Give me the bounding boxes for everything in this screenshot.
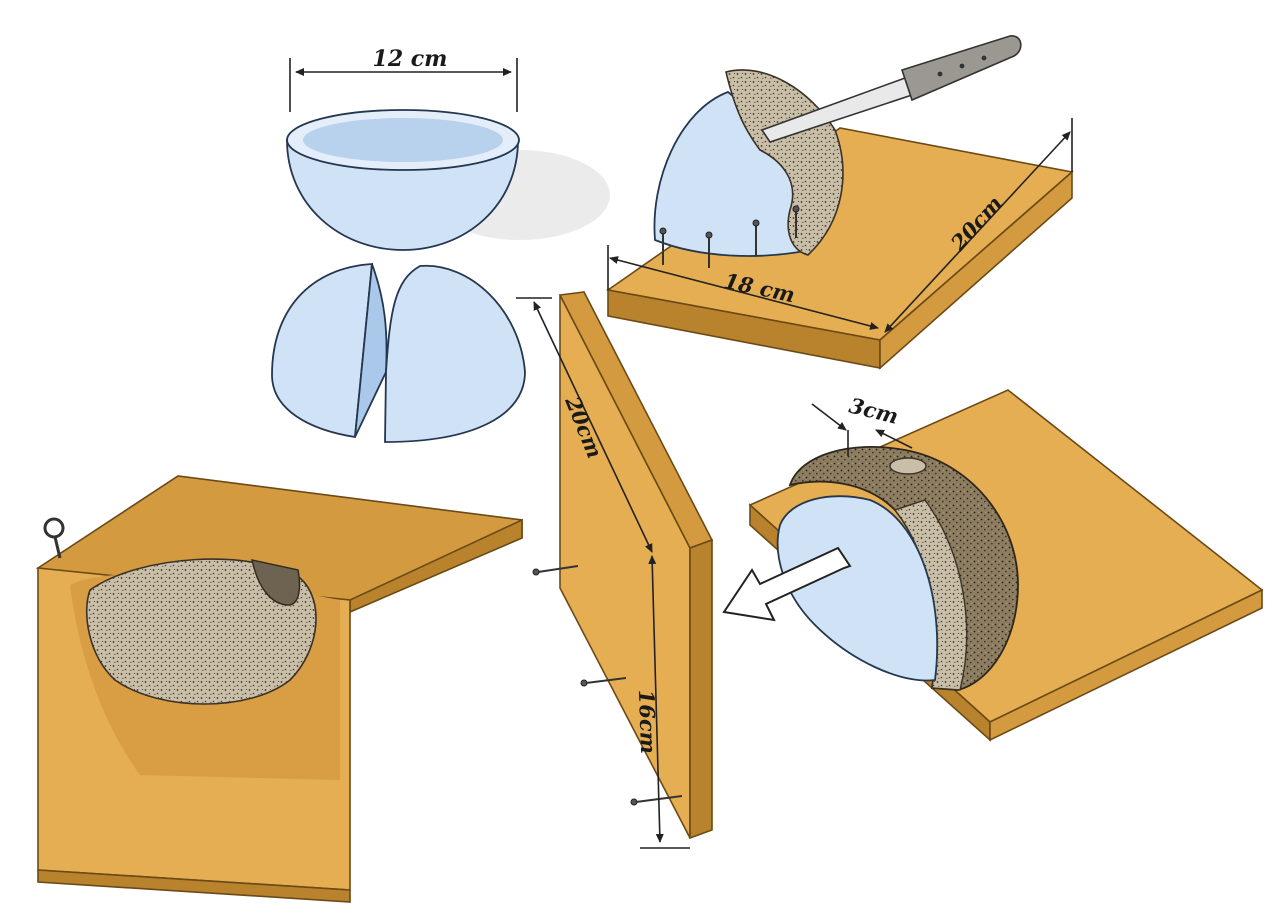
label-bowl-width: 12 cm [373, 46, 448, 72]
bowl-inside [303, 118, 503, 162]
panel-side-edge [690, 540, 712, 838]
hemisphere-right-half [385, 266, 525, 442]
knife-icon [762, 36, 1021, 142]
step-remove-foam: 3cm [724, 390, 1262, 740]
label-wall-thickness: 3cm [847, 393, 901, 429]
step-split-hemisphere [272, 264, 525, 442]
step-coat-with-concrete: 18 cm 20cm [608, 36, 1072, 368]
dim-line-wall-left [812, 404, 846, 430]
label-panel-lower: 16cm [634, 689, 661, 754]
step-front-panel: 20cm 16cm [516, 292, 712, 848]
entrance-hole [890, 458, 926, 474]
step-foam-bowl: 12 cm [287, 46, 610, 250]
step-assembled-nest-box [38, 476, 522, 902]
hanging-hook-icon [45, 519, 63, 558]
